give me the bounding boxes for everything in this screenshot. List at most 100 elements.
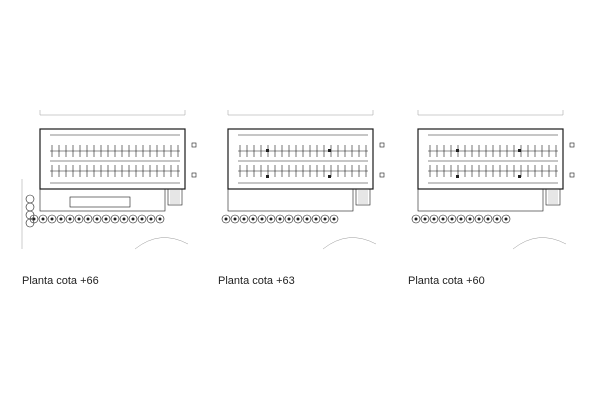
tree-trunk xyxy=(113,217,117,221)
tree-trunk xyxy=(296,217,300,221)
tree xyxy=(474,214,484,224)
tree-trunk xyxy=(140,217,144,221)
tree xyxy=(38,214,48,224)
tree-trunk xyxy=(251,217,255,221)
building-outline xyxy=(417,128,564,190)
tree-trunk xyxy=(423,217,427,221)
tree xyxy=(65,214,75,224)
tree xyxy=(128,214,138,224)
tree xyxy=(25,194,35,204)
tree-trunk xyxy=(260,217,264,221)
column xyxy=(266,175,269,178)
floor-plan-drawing xyxy=(21,110,197,250)
column xyxy=(328,175,331,178)
stair-core xyxy=(355,188,371,206)
column xyxy=(456,175,459,178)
tree xyxy=(275,214,285,224)
tree xyxy=(25,218,35,228)
tree-trunk xyxy=(233,217,237,221)
tree-trunk xyxy=(486,217,490,221)
tree xyxy=(293,214,303,224)
tree xyxy=(465,214,475,224)
site-curve xyxy=(512,237,567,250)
tree-trunk xyxy=(41,217,45,221)
marker-box xyxy=(569,172,575,178)
tree-trunk xyxy=(468,217,472,221)
lower-block xyxy=(227,188,354,212)
tree-trunk xyxy=(323,217,327,221)
tree-trunk xyxy=(269,217,273,221)
tree-trunk xyxy=(68,217,72,221)
marker-box xyxy=(379,142,385,148)
dimension-line xyxy=(39,110,186,116)
tree xyxy=(221,214,231,224)
tree-trunk xyxy=(278,217,282,221)
floor-plan-66: Planta cota +66 xyxy=(21,105,202,300)
lower-block xyxy=(39,188,166,212)
tree-trunk xyxy=(242,217,246,221)
tree xyxy=(456,214,466,224)
tree-trunk xyxy=(104,217,108,221)
tree xyxy=(119,214,129,224)
dimension-line xyxy=(227,110,374,116)
tree xyxy=(501,214,511,224)
tree xyxy=(438,214,448,224)
tree xyxy=(155,214,165,224)
tree-trunk xyxy=(131,217,135,221)
tree-trunk xyxy=(32,217,36,221)
column xyxy=(456,149,459,152)
tree-trunk xyxy=(441,217,445,221)
tree xyxy=(25,202,35,212)
tree xyxy=(230,214,240,224)
tree xyxy=(101,214,111,224)
tree-trunk xyxy=(450,217,454,221)
tree xyxy=(420,214,430,224)
floor-plan-63: Planta cota +63 xyxy=(218,105,398,300)
site-curve xyxy=(134,237,189,250)
floor-plan-label: Planta cota +66 xyxy=(22,275,99,287)
column xyxy=(266,149,269,152)
stair-core xyxy=(545,188,561,206)
tree-trunk xyxy=(287,217,291,221)
tree xyxy=(483,214,493,224)
site-curve xyxy=(322,237,377,250)
dimension-line xyxy=(417,110,564,116)
floor-plan-drawing xyxy=(221,110,385,250)
courtyard xyxy=(69,196,131,208)
tree xyxy=(492,214,502,224)
lower-block xyxy=(417,188,544,212)
tree xyxy=(74,214,84,224)
tree-trunk xyxy=(86,217,90,221)
tree-trunk xyxy=(414,217,418,221)
tree xyxy=(248,214,258,224)
tree-trunk xyxy=(477,217,481,221)
tree xyxy=(266,214,276,224)
tree-trunk xyxy=(314,217,318,221)
tree xyxy=(320,214,330,224)
tree xyxy=(137,214,147,224)
tree xyxy=(239,214,249,224)
tree-trunk xyxy=(495,217,499,221)
tree xyxy=(146,214,156,224)
tree xyxy=(257,214,267,224)
column xyxy=(328,149,331,152)
tree-trunk xyxy=(504,217,508,221)
column xyxy=(518,149,521,152)
stair-core xyxy=(167,188,183,206)
tree xyxy=(92,214,102,224)
tree xyxy=(47,214,57,224)
building-outline xyxy=(227,128,374,190)
tree xyxy=(429,214,439,224)
column xyxy=(518,175,521,178)
tree-trunk xyxy=(432,217,436,221)
floor-plan-label: Planta cota +60 xyxy=(408,275,485,287)
tree-trunk xyxy=(122,217,126,221)
tree-trunk xyxy=(50,217,54,221)
marker-box xyxy=(191,172,197,178)
tree-trunk xyxy=(332,217,336,221)
tree xyxy=(302,214,312,224)
tree-trunk xyxy=(77,217,81,221)
tree xyxy=(56,214,66,224)
tree-trunk xyxy=(224,217,228,221)
tree-trunk xyxy=(149,217,153,221)
